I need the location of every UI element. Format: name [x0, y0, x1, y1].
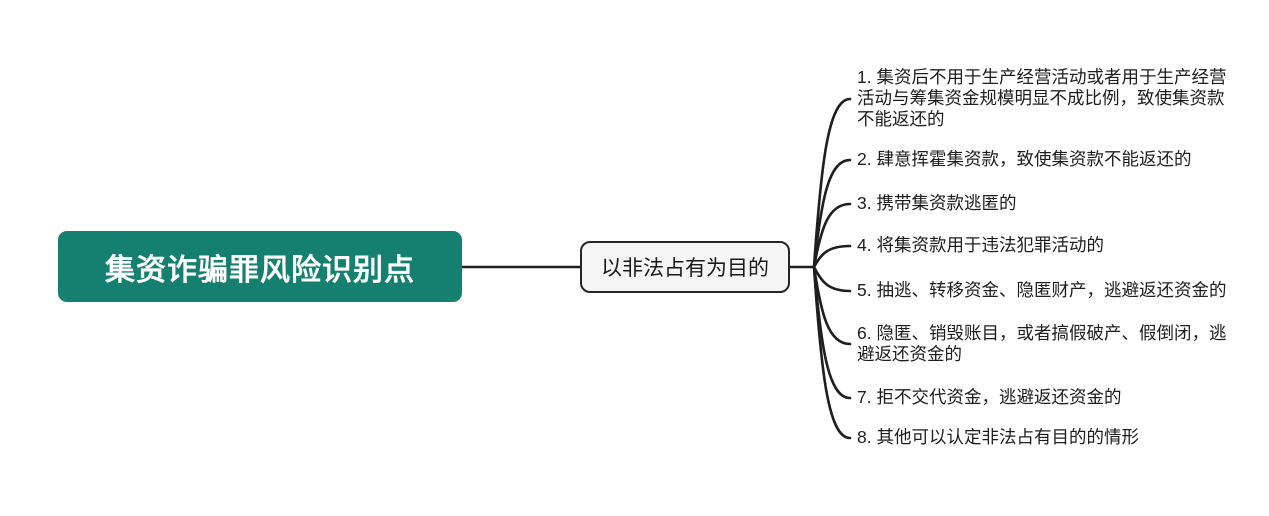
leaf-node-4[interactable]: 4. 将集资款用于违法犯罪活动的	[857, 235, 1104, 255]
root-node[interactable]: 集资诈骗罪风险识别点	[58, 231, 462, 302]
center-node-label: 以非法占有为目的	[601, 257, 769, 280]
edge-leaf-2	[812, 158, 852, 269]
edge-leaf-5	[812, 265, 852, 293]
leaf-node-6[interactable]: 6. 隐匿、销毁账目，或者搞假破产、假倒闭，逃 避返还资金的	[857, 323, 1227, 364]
leaf-node-5[interactable]: 5. 抽逃、转移资金、隐匿财产，逃避返还资金的	[857, 280, 1227, 300]
leaf-node-3[interactable]: 3. 携带集资款逃匿的	[857, 193, 1017, 213]
edge-leaf-4	[812, 244, 852, 269]
edge-leaf-8	[812, 265, 852, 440]
leaf-node-2[interactable]: 2. 肆意挥霍集资款，致使集资款不能返还的	[857, 149, 1192, 169]
leaf-node-8[interactable]: 8. 其他可以认定非法占有目的的情形	[857, 427, 1139, 447]
leaf-node-1[interactable]: 1. 集资后不用于生产经营活动或者用于生产经营 活动与筹集资金规模明显不成比例，…	[857, 67, 1227, 129]
center-node[interactable]: 以非法占有为目的	[580, 241, 790, 293]
leaf-node-7[interactable]: 7. 拒不交代资金，逃避返还资金的	[857, 387, 1122, 407]
edge-leaf-1	[812, 97, 852, 269]
root-node-label: 集资诈骗罪风险识别点	[105, 253, 415, 287]
edge-leaf-3	[812, 202, 852, 269]
